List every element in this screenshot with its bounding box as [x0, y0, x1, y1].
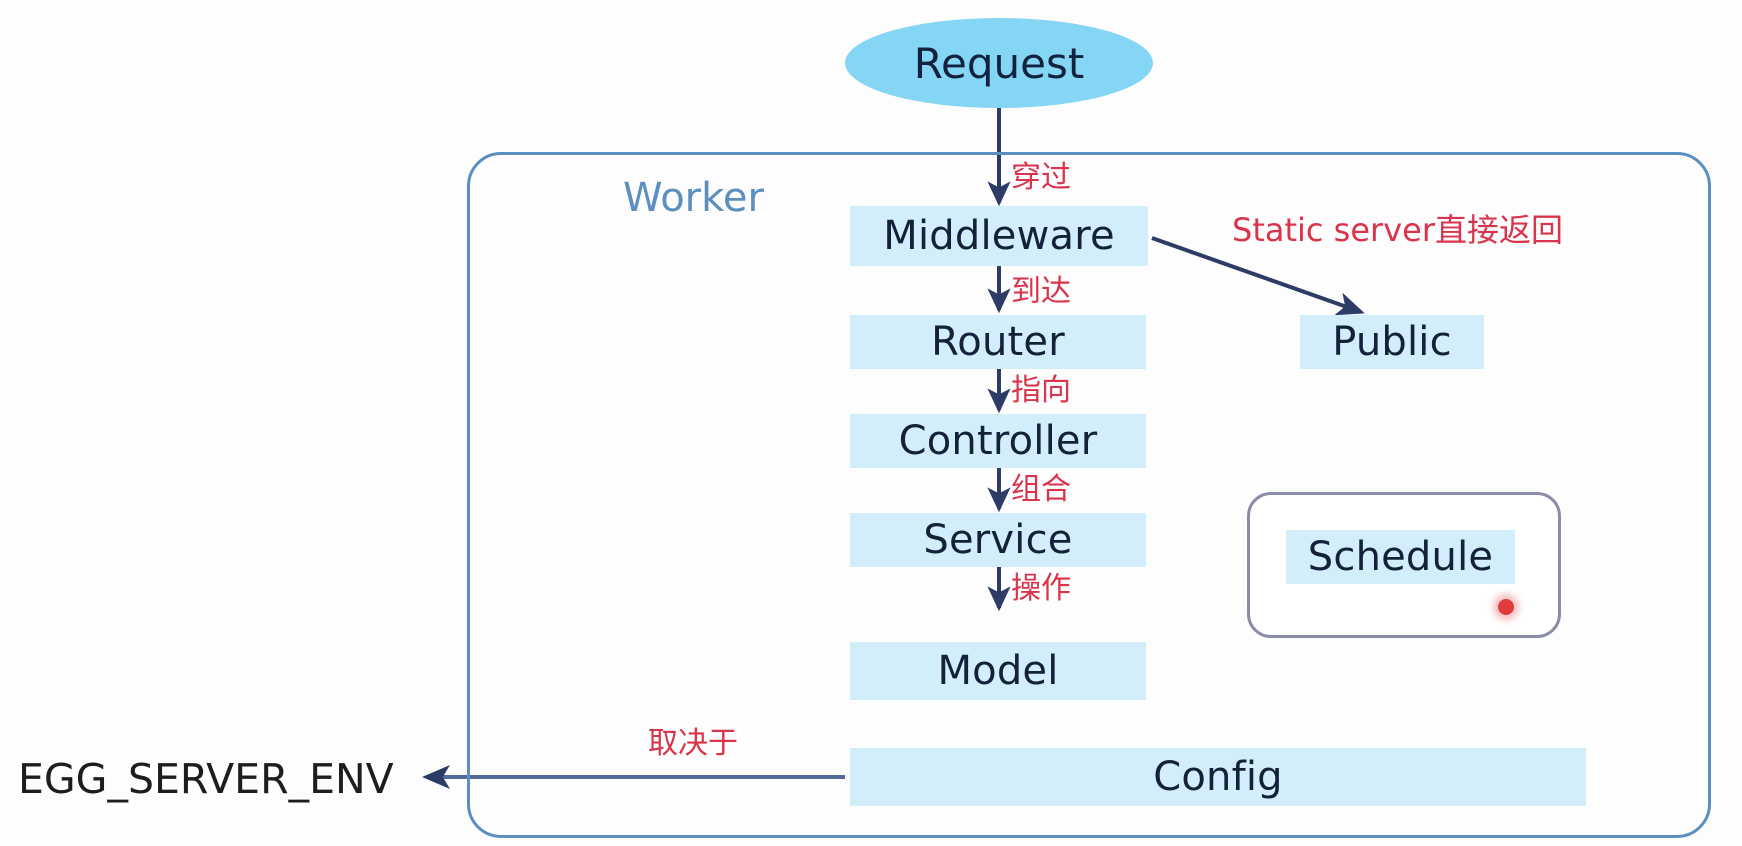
- annotation-config-to-env: 取决于: [648, 726, 738, 761]
- annotation-controller-to-service: 组合: [1011, 472, 1071, 507]
- node-service[interactable]: Service: [850, 513, 1146, 567]
- annotation-middleware-to-router: 到达: [1011, 274, 1071, 309]
- egg-server-env-label: EGG_SERVER_ENV: [18, 755, 394, 803]
- worker-container-label: Worker: [623, 175, 764, 221]
- node-config[interactable]: Config: [850, 748, 1586, 806]
- annotation-router-to-controller: 指向: [1011, 373, 1071, 408]
- node-schedule[interactable]: Schedule: [1286, 530, 1515, 584]
- node-router[interactable]: Router: [850, 315, 1146, 369]
- node-model[interactable]: Model: [850, 642, 1146, 700]
- node-public[interactable]: Public: [1300, 315, 1484, 369]
- node-controller[interactable]: Controller: [850, 414, 1146, 468]
- worker-container: [467, 152, 1711, 838]
- cursor-dot: [1498, 599, 1514, 615]
- annotation-service-to-model: 操作: [1011, 571, 1071, 606]
- annotation-middleware-to-public: Static server直接返回: [1232, 211, 1563, 249]
- node-middleware[interactable]: Middleware: [850, 206, 1148, 266]
- request-node[interactable]: Request: [845, 18, 1153, 108]
- annotation-request-to-middleware: 穿过: [1011, 160, 1071, 195]
